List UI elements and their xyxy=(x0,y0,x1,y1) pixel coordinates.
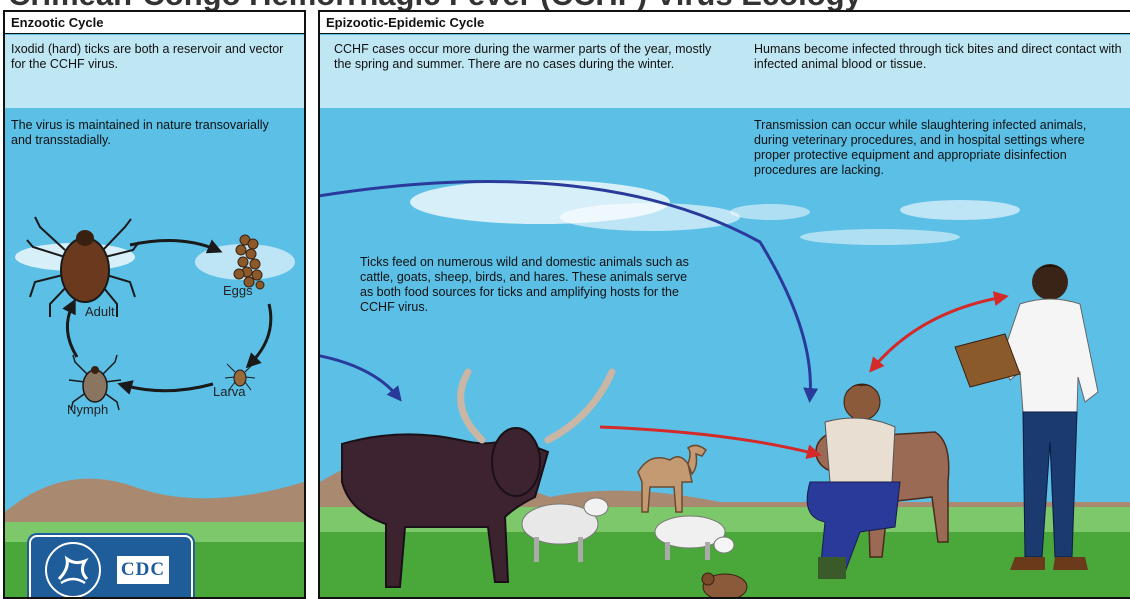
stage-label-nymph: Nymph xyxy=(67,402,108,417)
cloud xyxy=(730,204,810,220)
ticks-feed-text: Ticks feed on numerous wild and domestic… xyxy=(360,255,702,315)
eggs-to-larva-arrow xyxy=(250,304,271,364)
stage-label-adult: Adult xyxy=(85,304,115,319)
stage-label-larva: Larva xyxy=(213,384,246,399)
transmission-text: Transmission can occur while slaughterin… xyxy=(754,118,1106,178)
enzootic-header: Enzootic Cycle xyxy=(5,12,304,34)
cloud xyxy=(900,200,1020,220)
tick-to-cattle-blue-arrow xyxy=(320,349,398,397)
larva-to-nymph-arrow xyxy=(123,384,213,391)
epizootic-header: Epizootic-Epidemic Cycle xyxy=(320,12,1130,34)
hhs-seal-icon xyxy=(39,539,109,599)
cdc-logo: CDC xyxy=(29,535,193,599)
page-title: Crimean-Congo Hemorrhagic Fever (CCHF) V… xyxy=(0,0,1130,10)
human-infection-text: Humans become infected through tick bite… xyxy=(754,42,1126,72)
cloud xyxy=(560,203,740,231)
enzootic-scene xyxy=(5,12,304,597)
nymph-to-adult-arrow xyxy=(67,304,77,357)
cdc-logo-text: CDC xyxy=(117,556,169,584)
epizootic-panel: Epizootic-Epidemic Cycle CCHF cases occu… xyxy=(318,10,1130,599)
stage-label-eggs: Eggs xyxy=(223,283,253,298)
cattle-to-vet-red-arrow xyxy=(600,427,816,454)
enzootic-maintenance-text: The virus is maintained in nature transo… xyxy=(11,118,281,148)
enzootic-intro-text: Ixodid (hard) ticks are both a reservoir… xyxy=(11,42,296,72)
seasons-text: CCHF cases occur more during the warmer … xyxy=(334,42,729,72)
cloud xyxy=(800,229,960,245)
enzootic-panel: Enzootic Cycle Ixodid (hard) ticks are b… xyxy=(3,10,306,599)
adult-to-eggs-arrow xyxy=(130,241,217,250)
